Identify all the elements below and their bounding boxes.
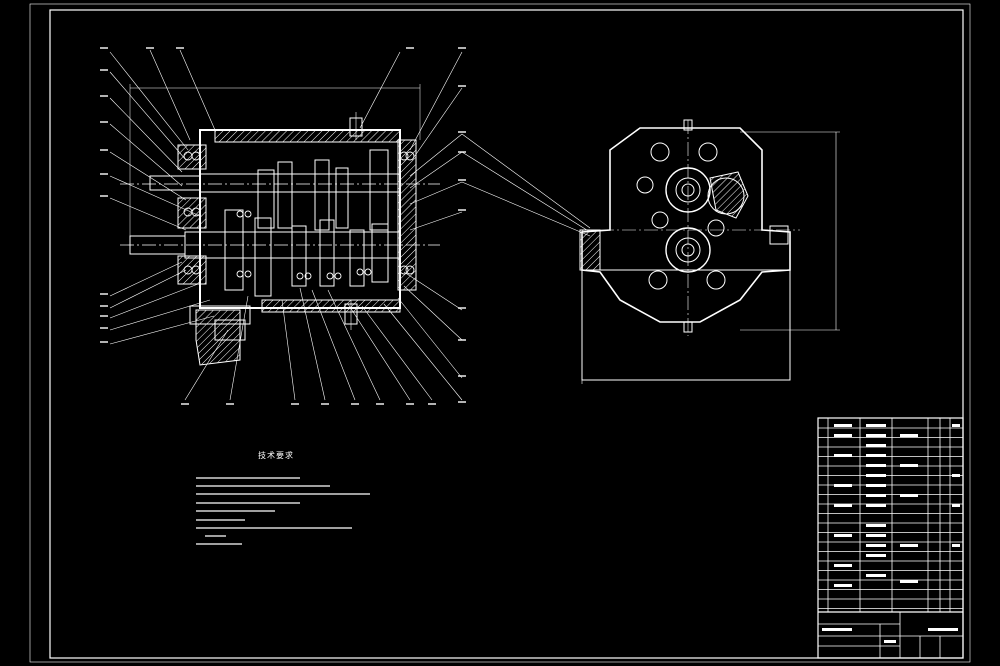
title-block	[817, 417, 964, 659]
notes-title: 技术要求	[258, 450, 294, 460]
drawing-frame	[29, 3, 971, 663]
front-section-view	[100, 47, 466, 405]
technical-notes: 技术要求	[196, 450, 370, 545]
side-view	[461, 119, 840, 384]
notes-lines	[196, 477, 370, 545]
